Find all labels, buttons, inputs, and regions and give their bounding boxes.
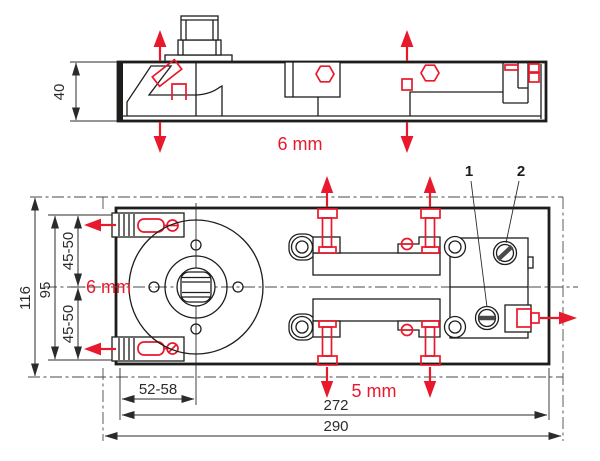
hex-bolt-icon bbox=[420, 64, 440, 82]
flange-hole bbox=[148, 281, 160, 293]
anchor-bolt bbox=[420, 320, 441, 398]
end-screw-mark bbox=[528, 63, 540, 73]
up-arrow-icon bbox=[320, 176, 334, 193]
anchor-bolt bbox=[317, 176, 338, 254]
up-arrow-icon bbox=[400, 30, 414, 47]
dim-axis-top: 45-50 bbox=[60, 232, 77, 270]
fixing-tab-top-left bbox=[111, 212, 185, 238]
end-screw-mark bbox=[528, 72, 540, 83]
flange-hole bbox=[190, 323, 202, 335]
right-arrow-icon bbox=[559, 311, 577, 325]
mounting-rail-top bbox=[288, 233, 467, 276]
left-arrow-icon bbox=[84, 218, 101, 232]
spindle-plan bbox=[180, 271, 212, 303]
dim-body-length: 272 bbox=[323, 397, 348, 414]
lever-adjust-mark bbox=[151, 58, 183, 88]
lateral-adjust-bolt bbox=[530, 312, 540, 324]
dimension-272: 272 bbox=[121, 368, 550, 420]
callout-2: 2 bbox=[517, 163, 525, 180]
side-adjust-arrows bbox=[153, 30, 414, 153]
spindle-adjust-bracket bbox=[171, 83, 187, 100]
dimension-40: 40 bbox=[51, 61, 117, 122]
valve-block bbox=[409, 91, 503, 116]
anchor-bolt bbox=[317, 320, 338, 398]
dimension-52-58: 52-58 bbox=[119, 368, 195, 420]
label-side-vertical-adjust: 6 mm bbox=[278, 134, 323, 154]
valve-housing bbox=[449, 237, 577, 339]
dim-spindle-offset: 52-58 bbox=[139, 381, 177, 398]
end-screw-mark bbox=[504, 64, 519, 71]
dimension-290: 290 bbox=[104, 418, 562, 440]
side-red-details bbox=[151, 58, 540, 100]
flange-hole bbox=[190, 239, 202, 251]
anchor-bolts bbox=[317, 176, 441, 398]
dim-side-height: 40 bbox=[51, 84, 68, 101]
side-body-left-wall bbox=[118, 62, 123, 121]
dimension-116: 116 bbox=[17, 197, 39, 377]
up-arrow-icon bbox=[423, 176, 437, 193]
rail-screw-icon bbox=[400, 237, 414, 251]
dim-body-width: 95 bbox=[37, 282, 54, 299]
left-arrow-icon bbox=[84, 342, 101, 356]
hex-bolt-icon bbox=[315, 65, 335, 83]
down-arrow-icon bbox=[423, 381, 437, 398]
down-arrow-icon bbox=[153, 136, 167, 153]
side-view: 40 6 mm bbox=[51, 15, 548, 154]
mounting-rail-bottom bbox=[288, 298, 467, 341]
flange-hole bbox=[232, 281, 244, 293]
valve-adjust-mark bbox=[401, 78, 413, 91]
dimension-45-50-top: 45-50 bbox=[60, 215, 85, 288]
label-spindle-adjust: 6 mm bbox=[86, 277, 131, 297]
valve-screw-2 bbox=[492, 240, 518, 266]
valve-screw-1 bbox=[474, 305, 500, 331]
dimension-45-50-bottom: 45-50 bbox=[60, 287, 82, 360]
down-arrow-icon bbox=[320, 381, 334, 398]
down-arrow-icon bbox=[400, 136, 414, 153]
anchor-bolt bbox=[420, 176, 441, 254]
adjust-screw-icon bbox=[166, 342, 179, 355]
rail-screw-icon bbox=[400, 323, 414, 337]
dim-cover-width: 116 bbox=[17, 286, 34, 310]
spindle-side bbox=[164, 15, 233, 63]
pivot-assembly bbox=[128, 219, 264, 355]
dim-cover-length: 290 bbox=[323, 418, 348, 435]
callouts: 1 2 bbox=[465, 163, 525, 308]
up-arrow-icon bbox=[153, 30, 167, 47]
dim-axis-bottom: 45-50 bbox=[60, 305, 77, 343]
label-lateral-adjust: 5 mm bbox=[352, 381, 397, 401]
fixing-tab-bottom-left bbox=[111, 336, 185, 362]
plan-left-arrows bbox=[84, 218, 116, 356]
dimension-95: 95 bbox=[37, 214, 112, 361]
callout-1: 1 bbox=[465, 163, 473, 180]
plan-view: 1 2 116 95 45-50 45-50 6 mm 52-58 bbox=[17, 163, 578, 441]
adjust-screw-icon bbox=[166, 219, 179, 232]
